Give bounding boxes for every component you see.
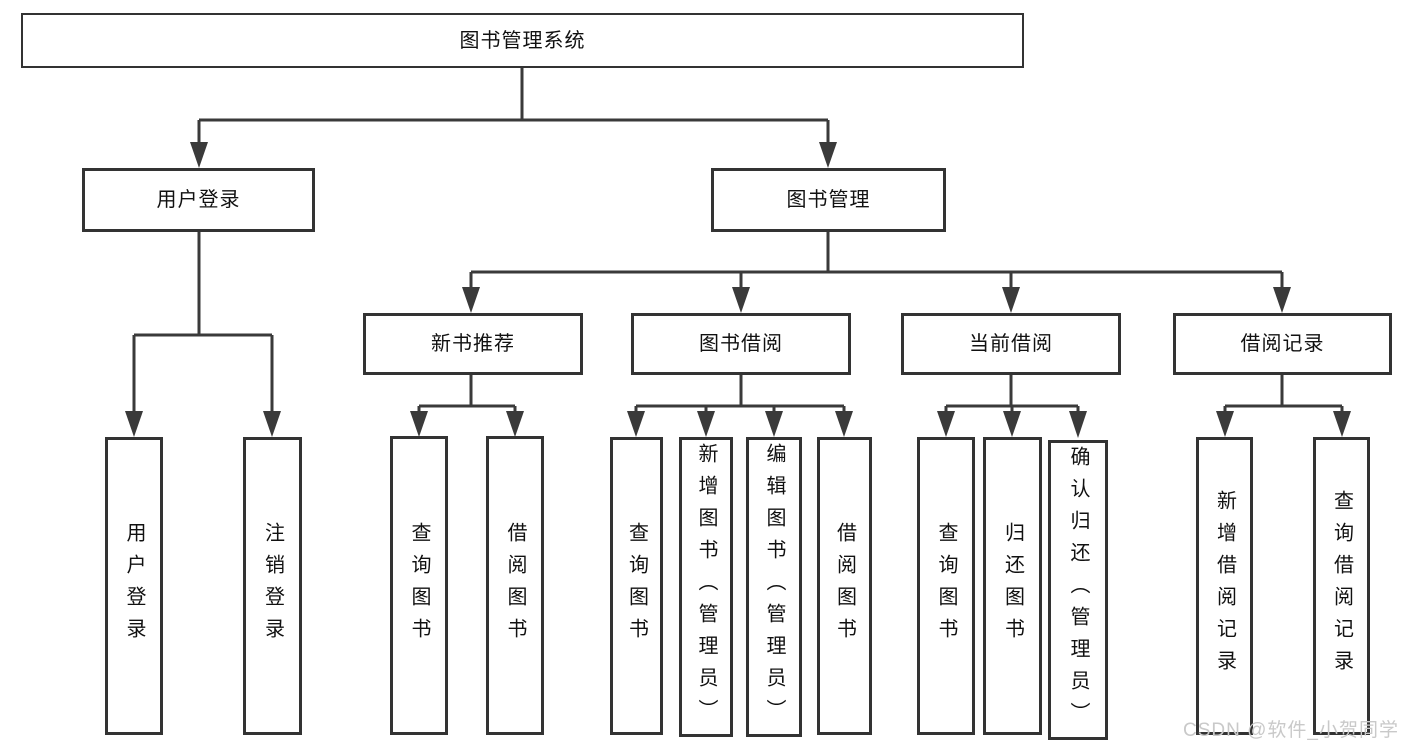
leaf-add-borrow-record: 新增借阅记录 (1196, 437, 1253, 735)
leaf-user-login: 用户登录 (105, 437, 163, 735)
leaf-query-books-borrow: 查询图书 (610, 437, 663, 735)
leaf-borrow-books-borrow: 借阅图书 (817, 437, 872, 735)
node-book-management: 图书管理 (711, 168, 946, 232)
node-borrowing-records: 借阅记录 (1173, 313, 1392, 375)
leaf-query-borrow-record: 查询借阅记录 (1313, 437, 1370, 735)
leaf-query-books-recommend: 查询图书 (390, 436, 448, 735)
leaf-borrow-books-recommend: 借阅图书 (486, 436, 544, 735)
watermark-text: CSDN @软件_小贺同学 (1183, 720, 1399, 741)
node-user-login: 用户登录 (82, 168, 315, 232)
node-book-borrowing: 图书借阅 (631, 313, 851, 375)
leaf-add-books-admin: 新增图书（管理员） (679, 437, 733, 737)
node-new-book-recommendation: 新书推荐 (363, 313, 583, 375)
leaf-logout-login: 注销登录 (243, 437, 302, 735)
leaf-confirm-return-admin: 确认归还（管理员） (1048, 440, 1108, 740)
leaf-query-books-current: 查询图书 (917, 437, 975, 735)
leaf-edit-books-admin: 编辑图书（管理员） (746, 437, 802, 737)
leaf-return-books: 归还图书 (983, 437, 1042, 735)
node-current-borrowing: 当前借阅 (901, 313, 1121, 375)
node-library-management-system: 图书管理系统 (21, 13, 1024, 68)
